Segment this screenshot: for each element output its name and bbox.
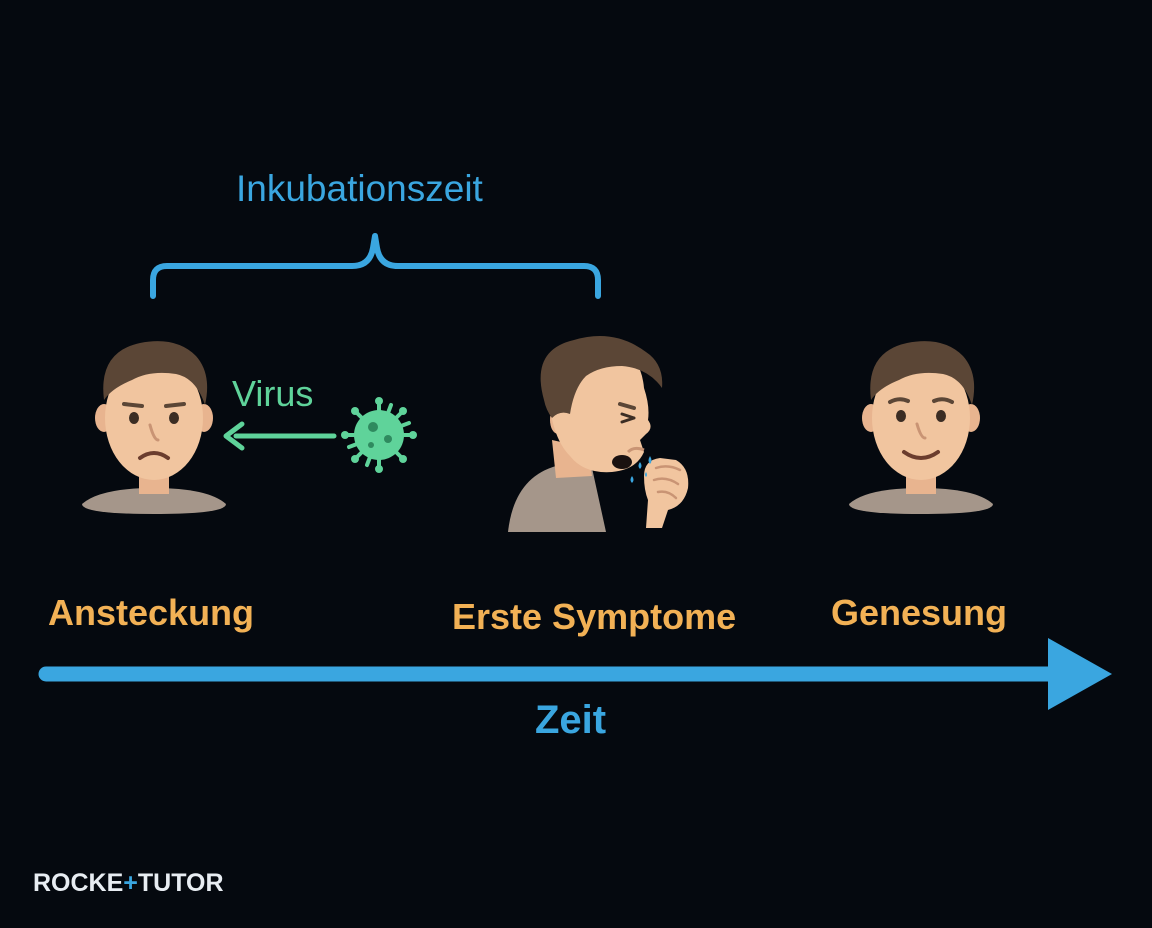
person-sad-icon	[82, 341, 226, 514]
arrow-left-icon	[223, 421, 337, 451]
brand-logo: ROCKE+TUTOR	[33, 869, 224, 898]
logo-part-2: TUTOR	[137, 869, 224, 897]
logo-part-1: ROCKE	[33, 869, 124, 897]
incubation-brace	[150, 233, 601, 299]
stage-label-recovery: Genesung	[831, 592, 1008, 633]
logo-plus: +	[123, 869, 138, 897]
stage-label-infection: Ansteckung	[48, 592, 255, 633]
person-coughing-icon	[508, 336, 689, 532]
incubation-label: Inkubationszeit	[236, 168, 483, 209]
stage-label-first-symptoms: Erste Symptome	[452, 596, 737, 637]
virus-icon	[341, 397, 417, 473]
time-axis-label: Zeit	[535, 698, 607, 742]
time-axis-arrow	[38, 638, 1112, 710]
virus-label: Virus	[232, 373, 314, 414]
person-smiling-icon	[849, 341, 993, 514]
